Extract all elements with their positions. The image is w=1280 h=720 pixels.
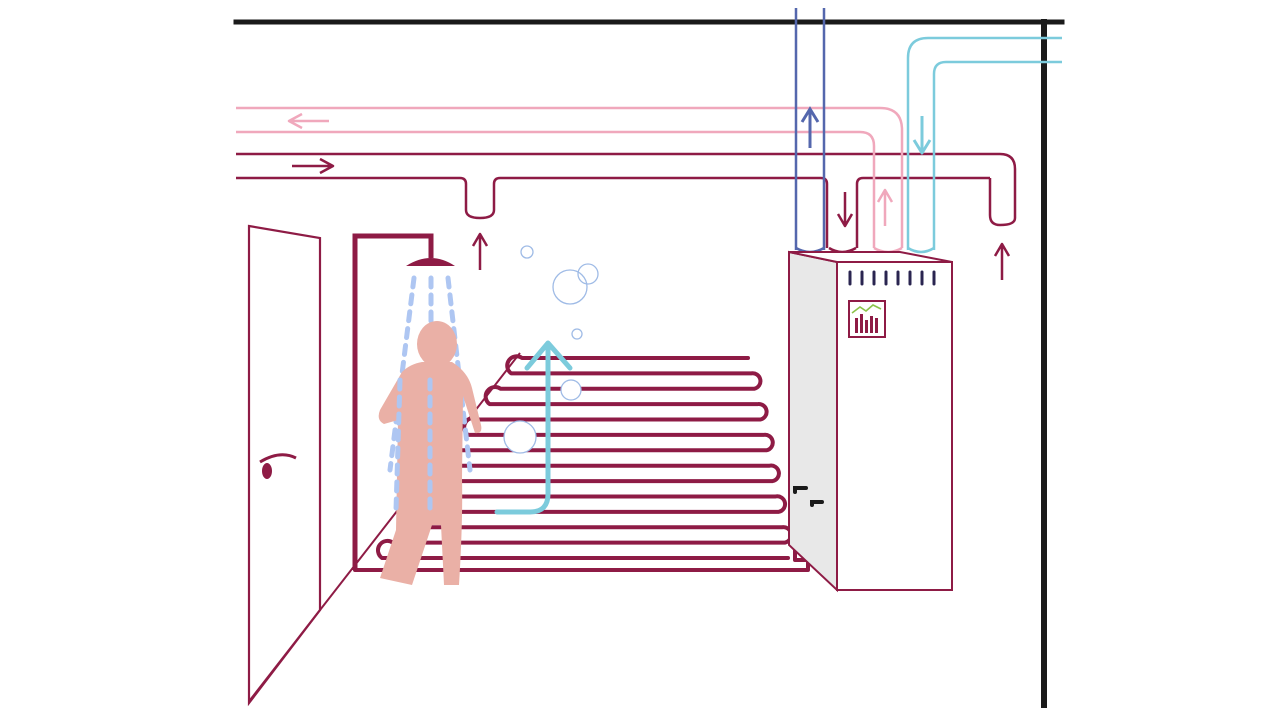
intake-duct-inner-edge — [932, 60, 1062, 250]
supply-into-unit-arrow — [836, 192, 854, 228]
supply-air-duct — [236, 152, 1017, 280]
pipe-connector-lower — [810, 500, 824, 507]
supply-duct-upper-edge — [236, 152, 1017, 227]
extract-into-unit-arrow — [876, 188, 894, 226]
water-stream-3 — [445, 275, 473, 473]
unit-vent-slots — [848, 270, 936, 286]
shower-pipe — [352, 233, 434, 570]
ventilation-unit — [788, 250, 953, 593]
supply-duct-lower-edge — [236, 176, 829, 248]
extract-air-duct — [236, 106, 904, 248]
steam-bubble-6 — [503, 420, 537, 454]
steam-bubble-4 — [571, 328, 583, 340]
door — [247, 224, 322, 707]
unit-pipe-connectors — [793, 486, 824, 507]
rising-air-path — [494, 343, 551, 515]
water-stream-body-1 — [393, 377, 403, 513]
pipe-connector-upper — [793, 486, 808, 494]
unit-side-panel — [788, 250, 838, 593]
door-panel — [247, 224, 322, 707]
extract-duct-upper-edge — [236, 106, 904, 248]
arrow-icon — [524, 340, 573, 371]
intake-duct — [906, 36, 1062, 250]
exhaust-up-arrow — [800, 106, 820, 148]
water-on-body — [393, 377, 433, 518]
supply-duct-branch — [855, 176, 990, 248]
supply-direction-arrow — [292, 157, 335, 175]
supply-outlet-arrow-left — [471, 232, 489, 270]
unit-top — [788, 251, 953, 263]
door-handle-icon — [259, 453, 297, 479]
supply-outlet-arrow-right — [993, 242, 1011, 280]
steam-bubbles — [503, 245, 599, 454]
extract-duct-lower-edge — [236, 130, 876, 248]
building-walls — [233, 19, 1065, 708]
intake-duct-outer-edge — [906, 36, 1062, 250]
rising-air-arrow — [494, 340, 573, 515]
steam-bubble-2 — [552, 269, 588, 305]
exhaust-duct — [794, 8, 826, 250]
steam-bubble-1 — [520, 245, 534, 259]
extract-direction-arrow — [287, 112, 329, 130]
shower-head-icon — [406, 258, 455, 266]
intake-down-arrow — [912, 116, 932, 155]
intake-collar — [907, 246, 935, 254]
bar-chart-icon — [848, 300, 886, 338]
steam-bubble-3 — [577, 263, 599, 285]
steam-bubble-5 — [560, 379, 582, 401]
water-stream-1 — [387, 275, 417, 473]
